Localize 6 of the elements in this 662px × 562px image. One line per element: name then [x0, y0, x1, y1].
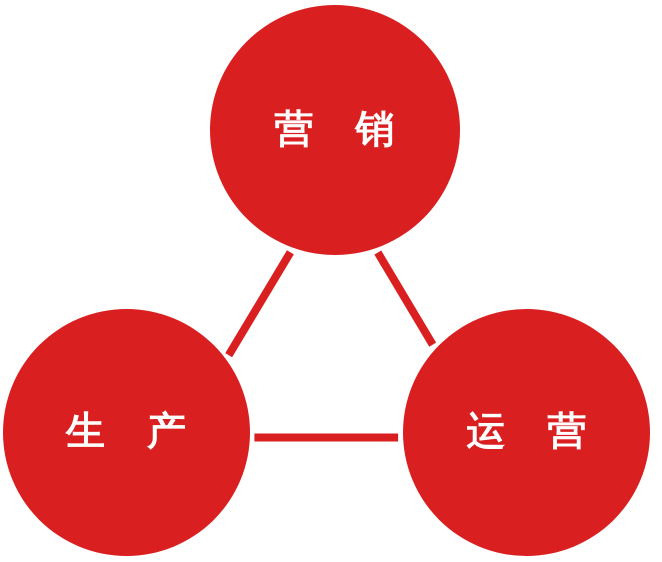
- node-label: 运营: [466, 411, 586, 454]
- connector-line: [225, 250, 294, 358]
- node-label: 生产: [66, 411, 186, 454]
- connector-line: [254, 434, 398, 442]
- node-label: 营销: [274, 108, 394, 152]
- connector-line: [374, 250, 436, 347]
